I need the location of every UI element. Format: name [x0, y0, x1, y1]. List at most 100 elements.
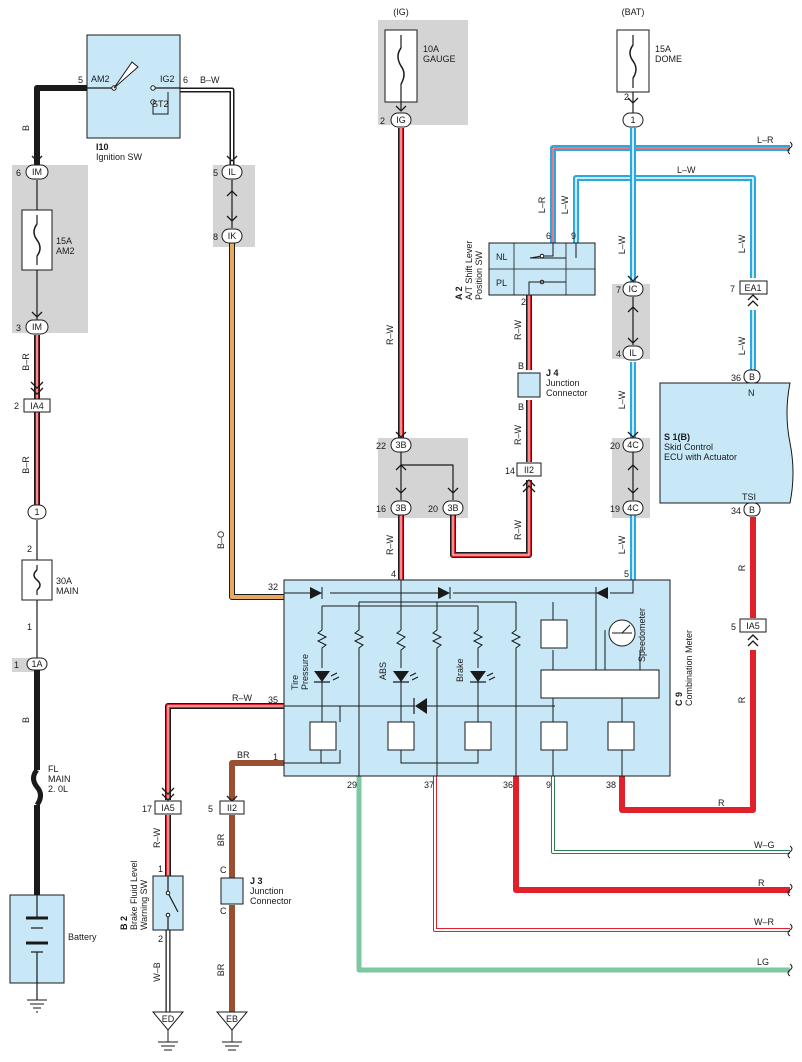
connector-il-left [221, 164, 243, 180]
svg-text:Brake: Brake [455, 658, 465, 682]
connector-ia4-label: IA4 [30, 401, 44, 411]
connector-4c-bot-label: 4C [627, 503, 639, 513]
svg-text:36: 36 [503, 780, 513, 790]
svg-text:B 2: B 2 [119, 916, 129, 930]
wire-lg [356, 776, 790, 973]
svg-text:ST2: ST2 [152, 99, 169, 109]
connector-1-a [27, 504, 47, 520]
svg-text:Connector: Connector [250, 896, 292, 906]
svg-text:16: 16 [376, 504, 386, 514]
wire-w-r [433, 776, 790, 932]
connector-3b-right [442, 500, 464, 516]
svg-text:35: 35 [268, 695, 278, 705]
svg-text:37: 37 [424, 780, 434, 790]
svg-text:NL: NL [496, 252, 508, 262]
svg-text:4: 4 [391, 569, 396, 579]
connector-ig-label: IG [396, 115, 406, 125]
connector-3b-left [390, 500, 412, 516]
ground-ed-label: ED [162, 1014, 175, 1024]
svg-text:38: 38 [606, 780, 616, 790]
connector-ii2-top-label: II2 [524, 465, 534, 475]
connector-ik-label: IK [228, 231, 237, 241]
wire-w-g [551, 776, 790, 854]
wire-b-o [229, 243, 284, 600]
svg-text:20: 20 [428, 504, 438, 514]
svg-text:20: 20 [610, 441, 620, 451]
svg-text:B: B [21, 125, 31, 131]
svg-text:4: 4 [616, 349, 621, 359]
wire-r-36 [513, 776, 790, 893]
connector-3b-top [390, 437, 412, 453]
svg-text:J 4: J 4 [546, 368, 559, 378]
connector-3b-right-label: 3B [447, 503, 458, 513]
svg-text:5: 5 [731, 622, 736, 632]
ground-eb [215, 1011, 249, 1051]
svg-text:32: 32 [268, 582, 278, 592]
svg-text:N: N [748, 388, 755, 398]
connector-ea1 [739, 280, 768, 295]
connector-1a [26, 657, 48, 671]
svg-text:3: 3 [16, 323, 21, 333]
brake-fluid-switch [152, 875, 184, 931]
svg-text:Position SW: Position SW [474, 250, 484, 300]
connector-4c-bot [622, 500, 644, 516]
connector-ia5-right [739, 618, 767, 633]
svg-text:10A: 10A [423, 44, 439, 54]
svg-text:J 3: J 3 [250, 876, 263, 886]
connector-4c-top-label: 4C [627, 440, 639, 450]
connector-ea1-label: EA1 [744, 283, 761, 293]
svg-text:7: 7 [616, 285, 621, 295]
connector-ia5-left [154, 800, 182, 815]
svg-text:Ignition SW: Ignition SW [96, 152, 143, 162]
connector-1-bat [622, 112, 644, 128]
shift-lever-switch [488, 242, 596, 296]
svg-text:L–W: L–W [560, 195, 570, 214]
svg-text:19: 19 [610, 504, 620, 514]
connector-im-bot [25, 319, 49, 335]
svg-text:2: 2 [380, 116, 385, 126]
svg-text:2: 2 [14, 401, 19, 411]
svg-text:GAUGE: GAUGE [423, 54, 456, 64]
svg-text:2: 2 [158, 934, 163, 944]
wire-label-r-c: R [758, 878, 765, 888]
svg-text:L–W: L–W [737, 336, 747, 355]
svg-text:L–R: L–R [537, 196, 547, 213]
connector-3b-top-label: 3B [395, 440, 406, 450]
svg-text:L–W: L–W [617, 535, 627, 554]
svg-text:7: 7 [730, 284, 735, 294]
source-ig: (IG) [393, 7, 409, 17]
wire-b-w [180, 87, 235, 165]
connector-ia5-left-label: IA5 [161, 803, 175, 813]
svg-text:W–B: W–B [152, 962, 162, 982]
wire-label-l-w-top: L–W [677, 165, 696, 175]
svg-text:1: 1 [158, 864, 163, 874]
wire-r-w-35 [165, 703, 284, 800]
skid-control-ecu [659, 382, 794, 504]
svg-text:ABS: ABS [378, 662, 388, 680]
svg-text:R: R [737, 696, 747, 703]
svg-text:5: 5 [624, 569, 629, 579]
connector-im-top [25, 164, 49, 180]
svg-text:B–R: B–R [21, 456, 31, 474]
connector-labels: IG 1 IM IM IA4 1 1A IL IK IC IL EA1 B 3B… [30, 115, 761, 1024]
junction-connector-j3 [220, 877, 244, 905]
wire-br [229, 760, 284, 1012]
svg-text:B–O: B–O [216, 531, 226, 549]
svg-text:Junction: Junction [250, 886, 284, 896]
source-bat: (BAT) [622, 7, 645, 17]
wire-label-l-r-top: L–R [757, 135, 774, 145]
svg-text:15A: 15A [655, 44, 671, 54]
svg-text:IG2: IG2 [160, 74, 175, 84]
fuse-gauge [384, 29, 418, 110]
svg-text:Battery: Battery [68, 932, 97, 942]
svg-text:6: 6 [546, 231, 551, 241]
pin-numbers: 2 2 6 3 2 2 1 1 5 8 7 4 7 22 16 20 14 20… [14, 75, 741, 944]
fuse-am2 [21, 209, 53, 271]
battery [9, 894, 65, 1013]
svg-text:C: C [220, 865, 227, 875]
svg-text:R–W: R–W [385, 324, 395, 345]
svg-text:15A: 15A [56, 236, 72, 246]
svg-text:ECU with Actuator: ECU with Actuator [664, 452, 737, 462]
svg-text:C 9: C 9 [674, 692, 684, 706]
svg-text:Brake Fluid Level: Brake Fluid Level [129, 860, 139, 930]
